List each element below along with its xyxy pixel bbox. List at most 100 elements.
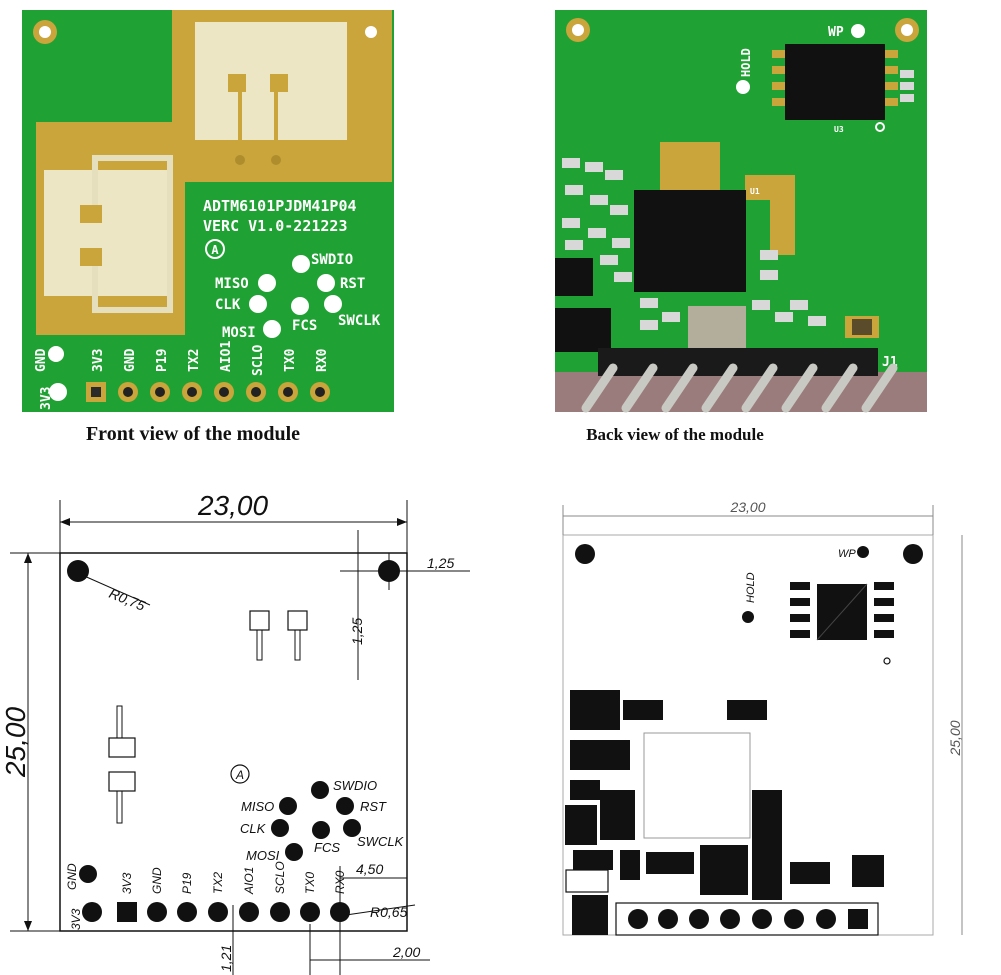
back-drawing-hold: HOLD bbox=[745, 572, 757, 603]
drawing-label-clk: CLK bbox=[240, 821, 267, 836]
back-inductor bbox=[555, 258, 593, 296]
width-dim-text: 23,00 bbox=[197, 490, 268, 521]
back-header bbox=[598, 348, 878, 376]
back-mount-hole-center bbox=[901, 24, 913, 36]
back-caption: Back view of the module bbox=[586, 425, 764, 444]
front-antenna-connector bbox=[36, 122, 172, 140]
back-pin1-mark bbox=[875, 122, 885, 132]
front-pin-hole bbox=[91, 387, 101, 397]
front-pin-label-3v3: 3V3 bbox=[91, 349, 106, 372]
front-via bbox=[235, 155, 245, 165]
front-pin-label-gnd-left: GND bbox=[34, 348, 49, 372]
front-label-mosi: MOSI bbox=[222, 325, 256, 341]
front-badge-text: A bbox=[211, 243, 219, 257]
front-mount-hole-center bbox=[39, 26, 51, 38]
corner-radius-text: R0,75 bbox=[107, 585, 148, 614]
drawing-label-swdio: SWDIO bbox=[333, 778, 377, 793]
front-test-pad-clk bbox=[249, 295, 267, 313]
front-antenna-patch-left bbox=[44, 170, 172, 296]
front-model-text: ADTM6101PJDM41P04 bbox=[203, 197, 357, 215]
drawing-pin-p19: P19 bbox=[180, 872, 194, 894]
drawing-pin-tx0: TX0 bbox=[303, 872, 317, 894]
front-badge-circle bbox=[205, 239, 225, 259]
back-capacitor-body bbox=[852, 319, 872, 335]
front-label-fcs: FCS bbox=[292, 318, 317, 334]
drawing-label-miso: MISO bbox=[241, 799, 274, 814]
drawing-label-fcs: FCS bbox=[314, 840, 340, 855]
front-dimension-drawing: 23,00 25,00 R0,75 1,25 1,25 A bbox=[0, 490, 470, 975]
front-via bbox=[271, 155, 281, 165]
front-pin-label-aio1: AIO1 bbox=[219, 341, 234, 372]
front-version-text: VERC V1.0-221223 bbox=[203, 217, 348, 235]
drawing-badge-text: A bbox=[235, 768, 244, 782]
back-gold-trace bbox=[745, 175, 795, 255]
drawing-pin-3v3: 3V3 bbox=[120, 872, 134, 894]
pad-radius-text: R0,65 bbox=[370, 904, 408, 920]
back-inductor bbox=[555, 308, 611, 352]
back-label-u3: U3 bbox=[834, 125, 844, 134]
front-pad-gnd-top bbox=[48, 346, 64, 362]
offset-x-text: 1,25 bbox=[427, 555, 454, 571]
front-pin-label-3v3-left: 3V3 bbox=[39, 387, 54, 410]
drawing-label-swclk: SWCLK bbox=[357, 834, 405, 849]
drawing-label-mosi: MOSI bbox=[246, 848, 280, 863]
back-label-hold: HOLD bbox=[739, 48, 753, 77]
front-mount-hole-center bbox=[365, 26, 377, 38]
height-dim-text: 25,00 bbox=[0, 707, 31, 778]
back-pad-wp bbox=[851, 24, 865, 38]
front-pin-label-p19: P19 bbox=[155, 349, 170, 372]
back-crystal bbox=[688, 306, 746, 350]
back-mount-hole-center bbox=[572, 24, 584, 36]
back-label-u1: U1 bbox=[750, 187, 760, 196]
drawing-label-rst: RST bbox=[360, 799, 387, 814]
offset-y-text: 1,25 bbox=[349, 618, 365, 645]
front-label-clk: CLK bbox=[215, 297, 241, 313]
pitch-text: 2,00 bbox=[392, 944, 420, 960]
front-label-miso: MISO bbox=[215, 276, 249, 292]
back-pad-hold bbox=[736, 80, 750, 94]
front-outline bbox=[59, 552, 408, 932]
back-drawing-components bbox=[565, 690, 884, 935]
front-label-swdio: SWDIO bbox=[311, 252, 353, 268]
pin-spacing-text: 4,50 bbox=[356, 861, 383, 877]
front-feed-pad bbox=[228, 74, 246, 92]
front-antenna-loop bbox=[92, 155, 173, 313]
back-header-pins bbox=[581, 363, 898, 413]
back-main-chip bbox=[634, 190, 746, 292]
back-label-wp: WP bbox=[828, 25, 844, 40]
front-feed-pad bbox=[80, 205, 102, 223]
bottom-gap-text: 1,21 bbox=[218, 945, 234, 972]
front-label-swclk: SWCLK bbox=[338, 313, 381, 329]
drawing-pin-3v3-left: 3V3 bbox=[69, 908, 83, 930]
front-test-pad-fcs bbox=[291, 297, 309, 315]
front-feed-pad bbox=[270, 74, 288, 92]
back-height-text: 25,00 bbox=[947, 720, 963, 756]
drawing-pin-gnd: GND bbox=[150, 867, 164, 894]
back-width-text: 23,00 bbox=[729, 499, 765, 515]
front-pin-label-rx0: RX0 bbox=[315, 348, 330, 372]
back-smd-parts bbox=[562, 70, 914, 330]
back-dimension-drawing: 23,00 25,00 WP HOLD bbox=[562, 499, 963, 936]
front-pad-3v3-left bbox=[49, 383, 67, 401]
front-test-pad-rst bbox=[317, 274, 335, 292]
front-label-rst: RST bbox=[340, 276, 365, 292]
front-view-photo: ADTM6101PJDM41P04 VERC V1.0-221223 A SWD… bbox=[22, 10, 394, 412]
front-feed-pad bbox=[80, 248, 102, 266]
drawing-pin-tx2: TX2 bbox=[211, 872, 225, 894]
drawing-pin-sclo: SCLO bbox=[273, 861, 287, 894]
front-pin-label-sclo: SCLO bbox=[251, 345, 266, 376]
front-test-pad-swdio bbox=[292, 255, 310, 273]
front-round-pins bbox=[118, 382, 330, 402]
front-pin-label-gnd: GND bbox=[123, 348, 138, 372]
drawing-mount-hole bbox=[67, 560, 89, 582]
front-pin-label-tx0: TX0 bbox=[283, 348, 298, 372]
back-gold-trace bbox=[660, 142, 720, 190]
front-pin-label-tx2: TX2 bbox=[187, 349, 202, 372]
back-drawing-wp: WP bbox=[838, 548, 856, 560]
back-flash-pins bbox=[772, 50, 898, 106]
back-flash-chip bbox=[785, 44, 885, 120]
front-test-pad-swclk bbox=[324, 295, 342, 313]
front-test-pad-mosi bbox=[263, 320, 281, 338]
drawing-pin-gnd-left: GND bbox=[65, 863, 79, 890]
front-test-pad-miso bbox=[258, 274, 276, 292]
